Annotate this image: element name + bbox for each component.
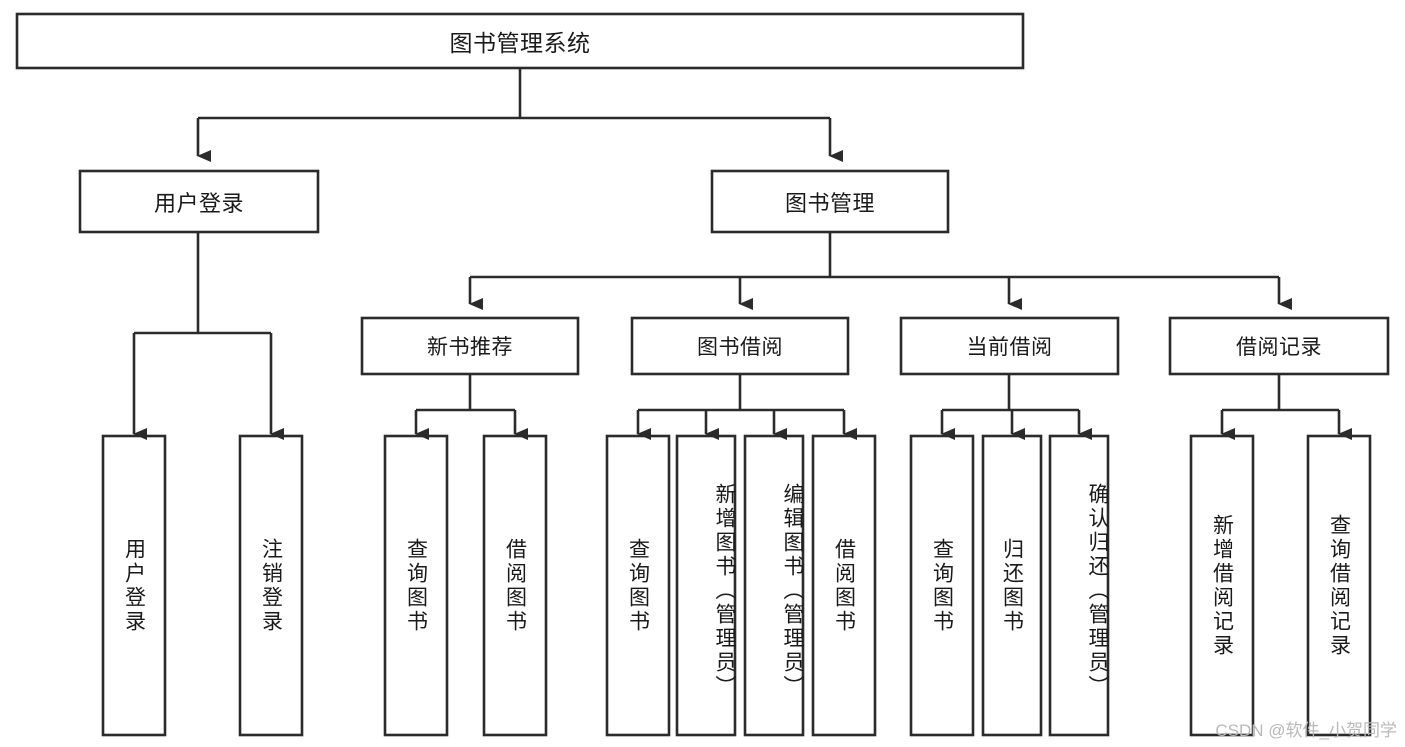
- node-box-current-borrow[interactable]: [899, 316, 1120, 376]
- node-box-leaf-logout[interactable]: [238, 434, 304, 737]
- node-box-leaf-add-book[interactable]: [675, 434, 737, 737]
- node-box-leaf-query-book-2[interactable]: [605, 434, 671, 737]
- node-box-book-manage[interactable]: [710, 169, 950, 234]
- node-box-leaf-query-book-3[interactable]: [909, 434, 975, 737]
- node-box-leaf-query-book-1[interactable]: [383, 434, 449, 737]
- node-box-book-borrow[interactable]: [630, 316, 850, 376]
- node-box-leaf-add-record[interactable]: [1189, 434, 1255, 737]
- node-box-new-book-rec[interactable]: [360, 316, 580, 376]
- node-box-user-login[interactable]: [78, 169, 320, 234]
- node-box-leaf-confirm-return[interactable]: [1048, 434, 1110, 737]
- node-box-leaf-query-record[interactable]: [1306, 434, 1372, 737]
- node-box-leaf-user-login[interactable]: [101, 434, 167, 737]
- node-box-leaf-borrow-book-2[interactable]: [811, 434, 877, 737]
- node-box-leaf-return-book[interactable]: [981, 434, 1043, 737]
- node-box-root[interactable]: [15, 12, 1025, 70]
- node-box-leaf-borrow-book-1[interactable]: [482, 434, 548, 737]
- node-box-borrow-record[interactable]: [1168, 316, 1390, 376]
- node-box-leaf-edit-book[interactable]: [743, 434, 805, 737]
